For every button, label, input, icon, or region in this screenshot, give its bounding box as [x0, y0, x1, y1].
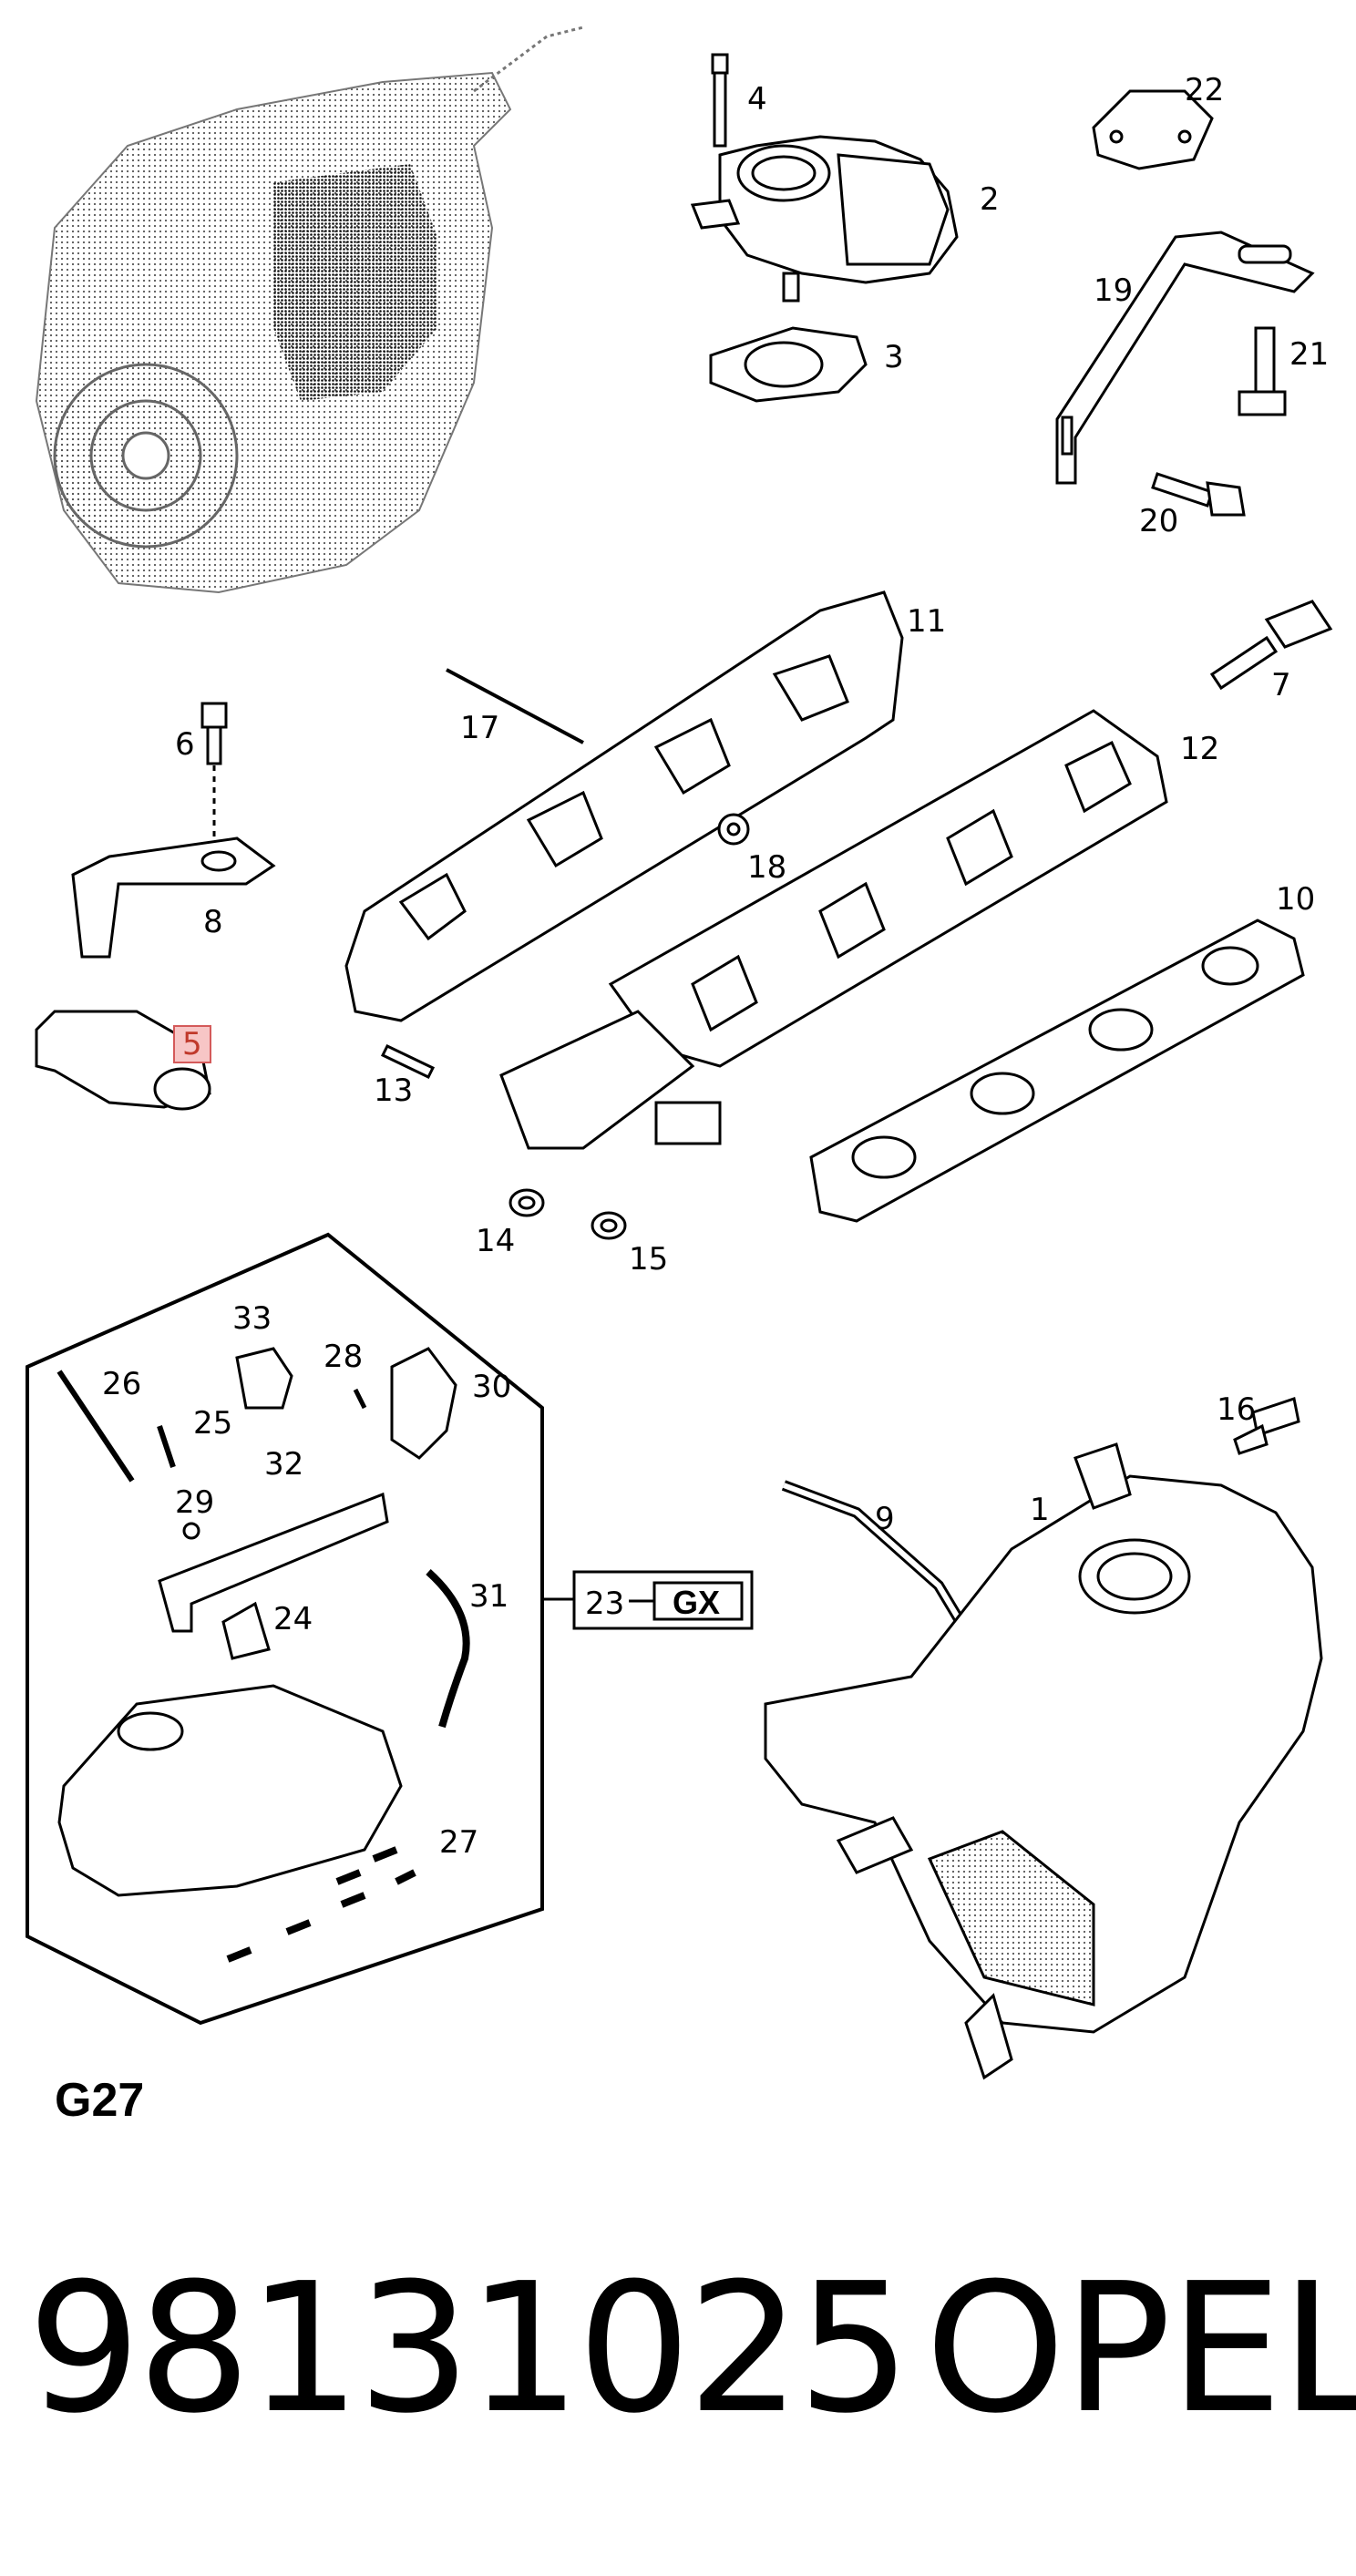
callout-33: 33 [232, 1300, 272, 1337]
callout-28: 28 [324, 1339, 364, 1375]
callout-9: 9 [875, 1501, 895, 1537]
part-15-ring [591, 1211, 627, 1240]
kit-parts [56, 1347, 470, 1963]
part-7-sensor [1209, 600, 1333, 691]
callout-16: 16 [1217, 1391, 1257, 1428]
callout-7: 7 [1271, 667, 1291, 703]
callout-1: 1 [1030, 1492, 1050, 1528]
callout-8: 8 [203, 904, 223, 940]
callout-31: 31 [469, 1578, 509, 1615]
callout-5[interactable]: 5 [173, 1025, 211, 1063]
part-21-screw [1238, 326, 1287, 416]
callout-12: 12 [1180, 731, 1220, 767]
part-20-bolt [1151, 472, 1246, 517]
part-8-bracket [71, 836, 276, 959]
part-17-stud [446, 668, 584, 744]
callout-27: 27 [439, 1824, 479, 1861]
part-16-bolt [1233, 1397, 1300, 1455]
callout-19: 19 [1094, 272, 1134, 309]
callout-13: 13 [374, 1072, 414, 1109]
kit-frame [26, 1232, 544, 2026]
callout-21: 21 [1289, 336, 1330, 373]
part-1-intake-manifold [764, 1442, 1323, 2080]
part-5-sensor [35, 1010, 211, 1111]
kit-reference-box [542, 1570, 754, 1630]
callout-26: 26 [102, 1366, 142, 1402]
part-6-bolt [200, 702, 228, 838]
part-3-gasket [709, 326, 868, 403]
part-2-throttle-body [690, 135, 959, 303]
kit-code: GX [673, 1584, 721, 1621]
part-10-exhaust-gasket [809, 919, 1305, 1223]
engine-illustration [35, 26, 584, 594]
callout-30: 30 [472, 1369, 512, 1405]
callout-22: 22 [1185, 72, 1225, 108]
callout-4: 4 [747, 81, 767, 118]
callout-24: 24 [273, 1601, 313, 1637]
part-22-cover-gasket [1092, 89, 1214, 170]
callout-18: 18 [747, 849, 787, 886]
part-4-bolt [711, 53, 729, 148]
callout-2: 2 [980, 181, 1000, 218]
callout-32: 32 [264, 1446, 304, 1483]
part-13-pin [380, 1044, 436, 1079]
callout-17: 17 [460, 710, 500, 746]
part-14-ring [508, 1188, 545, 1217]
part-18-nut [717, 813, 750, 846]
kit-number: 23 [585, 1586, 625, 1622]
part-number: 98131025 [27, 2245, 911, 2453]
callout-10: 10 [1276, 881, 1316, 918]
callout-15: 15 [629, 1241, 669, 1278]
sheet-code: G27 [55, 2074, 145, 2127]
part-19-bracket [1055, 231, 1315, 485]
part-12-fuel-rail [499, 709, 1168, 1150]
callout-3: 3 [884, 339, 904, 375]
brand-name: OPEL [925, 2245, 1356, 2453]
callout-20: 20 [1139, 503, 1179, 539]
callout-11: 11 [907, 603, 947, 640]
callout-25: 25 [193, 1405, 233, 1442]
callout-29: 29 [175, 1484, 215, 1521]
callout-14: 14 [476, 1223, 516, 1259]
part-11-intake-gasket [344, 590, 904, 1022]
callout-6: 6 [175, 726, 195, 763]
